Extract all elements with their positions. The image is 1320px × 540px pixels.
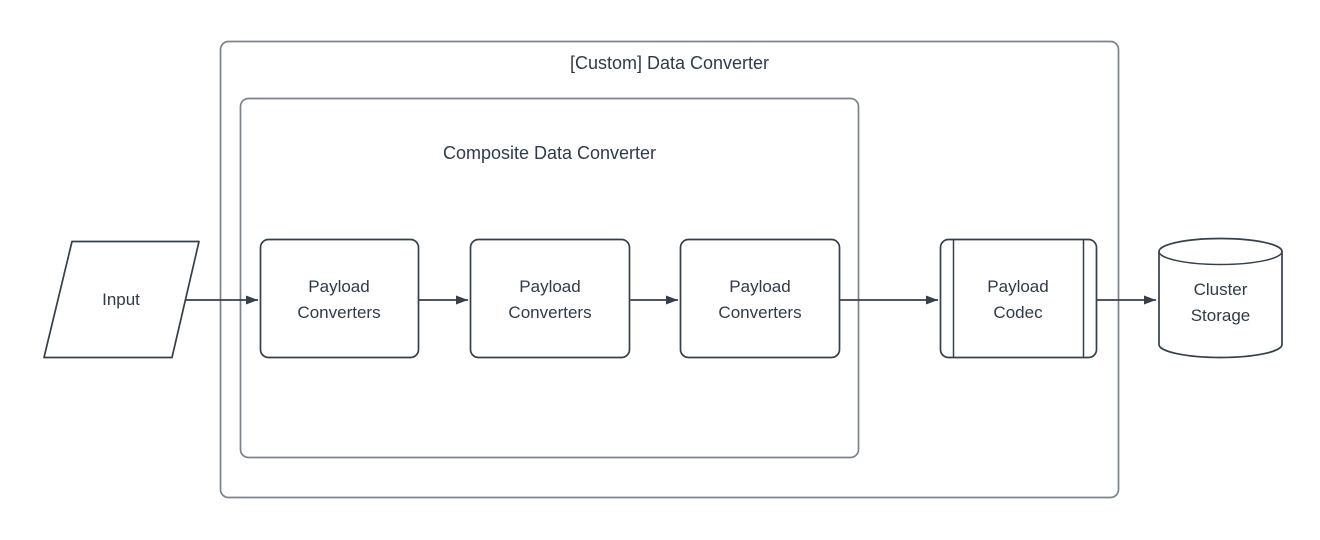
payload-converter-1-shape [259, 238, 420, 359]
cluster-storage-cylinder-shape [1158, 237, 1283, 359]
outer-container-title: [Custom] Data Converter [569, 53, 770, 73]
payload-converter-1-label: Payload Converters [297, 277, 381, 322]
payload-codec-shape [939, 238, 1098, 359]
cluster-storage-label: Cluster Storage [1190, 280, 1251, 325]
payload-converter-3-label: Payload Converters [718, 277, 802, 322]
outer-container-box [219, 40, 1120, 499]
composite-container-title: Composite Data Converter [442, 143, 657, 163]
input-parallelogram-shape [43, 240, 200, 359]
composite-container-box [239, 97, 860, 459]
cluster-storage-cylinder-rim [1158, 251, 1283, 266]
payload-converter-3-shape [679, 238, 841, 359]
payload-codec-label: Payload Codec [987, 277, 1049, 322]
input-label: Input [102, 290, 140, 309]
payload-converter-2-shape [469, 238, 631, 359]
payload-converter-2-label: Payload Converters [508, 277, 592, 322]
